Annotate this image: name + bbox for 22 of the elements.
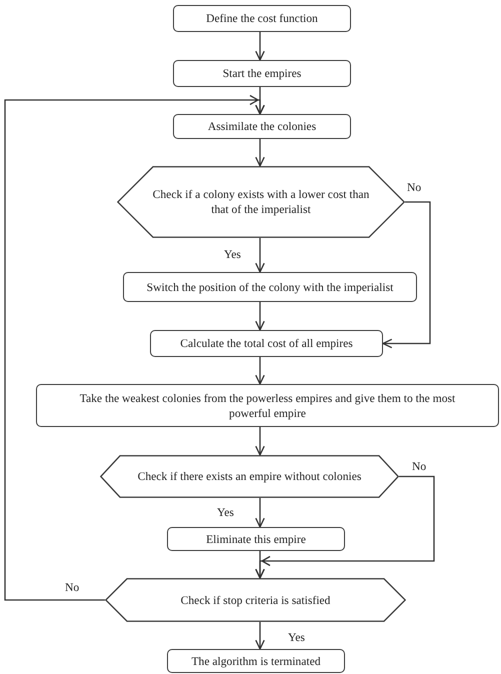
process-box: Switch the position of the colony with the imperialist (123, 272, 417, 302)
arrow (255, 498, 265, 528)
arrow (382, 201, 431, 348)
arrow (255, 551, 265, 579)
arrow (4, 94, 265, 601)
decision-hexagon: Check if stop criteria is satisfied (105, 578, 406, 622)
arrow (255, 357, 265, 385)
process-box: The algorithm is terminated (167, 649, 345, 673)
arrow (255, 622, 265, 650)
arrow (255, 302, 265, 331)
decision-hexagon: Check if there exists an empire without colonies (100, 455, 399, 498)
arrow (255, 238, 265, 273)
process-box: Assimilate the colonies (173, 114, 351, 139)
process-box: Calculate the total cost of all empires (150, 330, 383, 357)
arrow (255, 32, 265, 61)
process-box: Take the weakest colonies from the powerless empires and give them to the most powerful empire (36, 384, 499, 427)
process-box: Define the cost function (173, 5, 351, 32)
arrow (255, 427, 265, 456)
decision-hexagon: Check if a colony exists with a lower cost than that of the imperialist (117, 166, 405, 238)
arrow (255, 139, 265, 167)
process-box: Start the empires (173, 60, 351, 87)
process-box: Eliminate this empire (167, 527, 345, 551)
